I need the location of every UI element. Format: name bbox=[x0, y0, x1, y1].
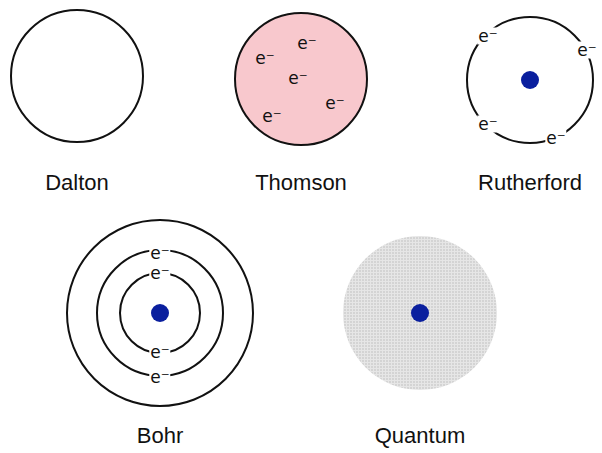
orbit-ring bbox=[120, 273, 200, 353]
atom-model: Quantum bbox=[341, 234, 499, 449]
atom-model: Dalton bbox=[9, 8, 145, 196]
atom-illustration bbox=[341, 234, 499, 392]
model-name: Bohr bbox=[65, 423, 255, 448]
electron-label: e⁻ bbox=[324, 95, 345, 112]
atom-outline bbox=[11, 10, 143, 142]
nucleus bbox=[151, 304, 169, 322]
nucleus bbox=[521, 71, 539, 89]
nucleus bbox=[411, 304, 429, 322]
electron-label: e⁻ bbox=[149, 265, 170, 282]
atom-outline bbox=[467, 17, 593, 143]
electron-label: e⁻ bbox=[261, 108, 282, 125]
orbit-ring bbox=[97, 250, 223, 376]
electron-label: e⁻ bbox=[254, 50, 275, 67]
electron-label: e⁻ bbox=[545, 130, 566, 147]
electron-label: e⁻ bbox=[149, 245, 170, 262]
model-name: Thomson bbox=[233, 170, 369, 195]
electron-label: e⁻ bbox=[287, 70, 308, 87]
atom-outline bbox=[67, 220, 253, 406]
electron-label: e⁻ bbox=[576, 42, 597, 59]
electron-label: e⁻ bbox=[149, 344, 170, 361]
electron-label: e⁻ bbox=[296, 35, 317, 52]
model-name: Dalton bbox=[9, 170, 145, 195]
atom-outline bbox=[343, 236, 497, 390]
electron-label: e⁻ bbox=[149, 369, 170, 386]
electron-label: e⁻ bbox=[477, 28, 498, 45]
model-name: Rutherford bbox=[465, 170, 595, 195]
electron-label: e⁻ bbox=[477, 116, 498, 133]
atom-outline bbox=[235, 13, 367, 145]
atom-illustration bbox=[9, 8, 145, 144]
model-name: Quantum bbox=[341, 423, 499, 448]
